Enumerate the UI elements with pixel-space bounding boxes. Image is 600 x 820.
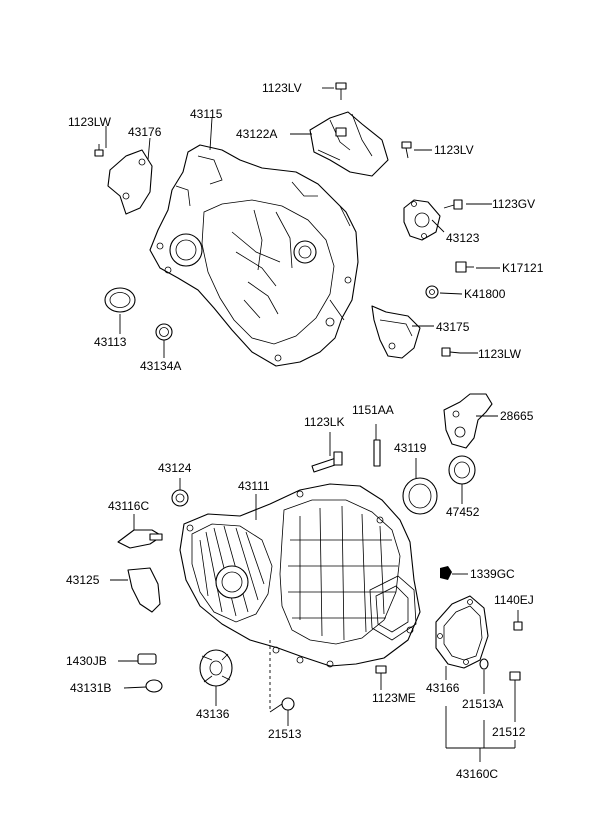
- label-28665: 28665: [500, 409, 534, 423]
- leaders-lower: [110, 415, 516, 762]
- label-43116C: 43116C: [108, 499, 149, 513]
- label-43136: 43136: [196, 707, 230, 721]
- lever-43116C: [117, 529, 163, 549]
- label-K41800: K41800: [464, 287, 506, 301]
- label-21513A: 21513A: [462, 697, 503, 711]
- label-43131B: 43131B: [70, 681, 111, 695]
- label-43122A: 43122A: [236, 127, 277, 141]
- label-1339GC: 1339GC: [470, 567, 515, 581]
- label-43119: 43119: [394, 441, 427, 455]
- bracket-43122A: [309, 111, 389, 177]
- label-1123LW-right: 1123LW: [478, 347, 522, 361]
- washer-K41800: [425, 285, 439, 299]
- plug-21513A: [479, 658, 489, 670]
- label-43124: 43124: [158, 461, 192, 475]
- pin-1430JB: [137, 653, 157, 665]
- label-1123LV-top: 1123LV: [262, 81, 302, 95]
- transaxle-housing-43111: [179, 483, 421, 668]
- label-1151AA: 1151AA: [352, 403, 394, 417]
- bolt-1123ME: [375, 665, 387, 690]
- label-1430JB: 1430JB: [66, 654, 107, 668]
- bolt-1140EJ: [513, 610, 523, 631]
- bolt-1123LW-right: [441, 347, 461, 357]
- label-43123: 43123: [446, 231, 480, 245]
- seal-43119: [402, 477, 438, 515]
- label-21512: 21512: [492, 725, 526, 739]
- label-1140EJ: 1140EJ: [494, 593, 534, 607]
- label-1123ME: 1123ME: [372, 691, 416, 705]
- label-43160C: 43160C: [456, 767, 498, 781]
- label-43134A: 43134A: [140, 359, 181, 373]
- label-43115: 43115: [190, 107, 223, 121]
- plug-21513: [281, 697, 295, 711]
- label-1123LK: 1123LK: [304, 415, 344, 429]
- plate-43125: [127, 567, 161, 613]
- part-labels: 1123LV 1123LW 43176 43115 43122A 1123LV …: [66, 81, 544, 781]
- bolt-K17121: [455, 261, 474, 273]
- disc-43136: [199, 649, 233, 687]
- label-43175: 43175: [436, 320, 470, 334]
- bracket-28665: [443, 393, 493, 449]
- bushing-43124: [171, 489, 189, 507]
- seal-ring-43113: [104, 287, 136, 313]
- label-1123LW-left: 1123LW: [68, 115, 112, 129]
- transaxle-case-43115: [149, 144, 359, 367]
- label-1123GV: 1123GV: [492, 197, 535, 211]
- pin-1151AA: [373, 439, 381, 467]
- plug-43131B: [145, 679, 163, 693]
- label-43113: 43113: [94, 335, 127, 349]
- label-43166: 43166: [426, 681, 460, 695]
- bolt-1123GV: [443, 199, 463, 210]
- seal-47452: [448, 455, 476, 485]
- label-K17121: K17121: [502, 261, 544, 275]
- label-43176: 43176: [128, 125, 162, 139]
- bolt-1123LW-left: [94, 144, 104, 157]
- bolt-1123LV-top: [335, 82, 347, 100]
- label-1123LV-right: 1123LV: [434, 143, 474, 157]
- label-43125: 43125: [66, 573, 100, 587]
- bracket-43176: [107, 149, 153, 215]
- label-21513: 21513: [268, 727, 302, 741]
- label-43111: 43111: [238, 479, 270, 493]
- cover-43166: [435, 595, 489, 669]
- nut-1339GC: [440, 566, 452, 580]
- bolt-21512: [509, 671, 521, 690]
- bracket-43175: [371, 305, 421, 359]
- bolt-1123LV-right: [401, 141, 412, 159]
- plate-43123: [403, 199, 441, 241]
- leaders-upper: [105, 87, 500, 358]
- label-47452: 47452: [446, 505, 480, 519]
- bolt-1123LK: [311, 451, 343, 473]
- seal-43134A: [155, 323, 173, 341]
